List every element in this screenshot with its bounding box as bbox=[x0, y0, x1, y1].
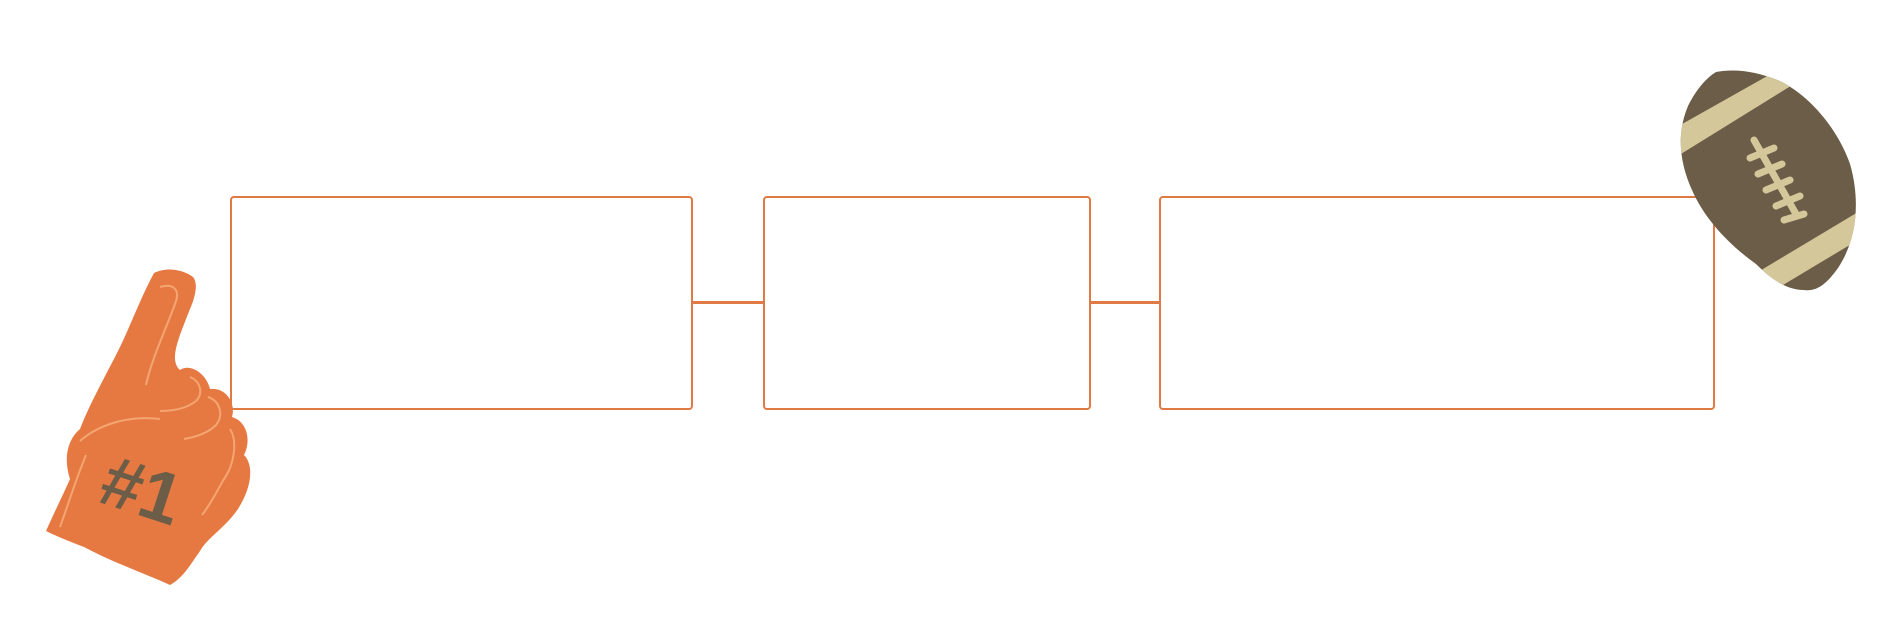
flow-box-1 bbox=[230, 196, 693, 410]
connector-2-3 bbox=[1090, 301, 1160, 304]
connector-1-2 bbox=[692, 301, 764, 304]
flow-box-2 bbox=[763, 196, 1091, 410]
football-icon bbox=[1680, 70, 1856, 291]
foam-finger-icon: #1 bbox=[46, 269, 251, 585]
flow-box-3 bbox=[1159, 196, 1715, 410]
